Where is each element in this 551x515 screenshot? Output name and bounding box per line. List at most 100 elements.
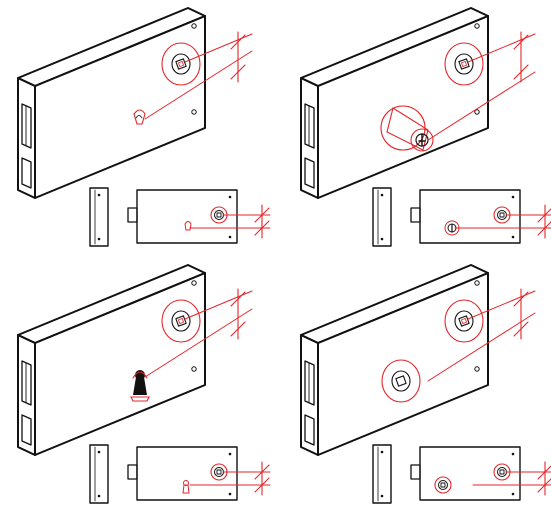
spindle-rose	[454, 53, 474, 75]
spindle-boss-outline	[444, 42, 484, 86]
staple-screw	[380, 193, 384, 197]
spindle-boss-outline	[161, 299, 201, 343]
dimension-bracket-elevation	[537, 204, 551, 239]
dimension-bracket-iso	[513, 288, 529, 340]
square-spindle-icon	[175, 58, 187, 70]
elevation-features	[182, 463, 271, 494]
bolt-opening	[21, 360, 32, 406]
bolt-stub	[127, 464, 138, 480]
keyhole-slot	[133, 377, 147, 395]
euro-profile-icon	[133, 109, 146, 125]
dimension-tick	[230, 291, 246, 307]
staple-screw	[380, 494, 384, 498]
panel-lever-keyhole	[17, 264, 271, 504]
elev-spindle-rose	[497, 210, 507, 220]
dimension-tick	[230, 34, 246, 50]
elevation-features	[434, 463, 551, 494]
case-screw	[511, 492, 515, 496]
cylinder-face	[410, 128, 434, 152]
bolt-opening	[304, 103, 315, 149]
staple-screw	[380, 237, 384, 241]
case-elevation	[419, 189, 521, 244]
lock-case-3d	[17, 264, 206, 456]
bolt-opening	[304, 360, 315, 406]
elev-keyhole-slot	[182, 484, 190, 494]
elev-square-spindle-icon	[499, 469, 505, 475]
dimension-tick	[254, 207, 270, 223]
case-screw	[474, 109, 480, 115]
rim-cylinder-pull	[380, 105, 434, 152]
dimension-bracket-elevation	[254, 461, 270, 496]
extension-line-lower	[427, 71, 536, 141]
panel-double-spindle	[300, 264, 551, 504]
bolt-opening	[21, 103, 32, 149]
elev-second-outline	[434, 476, 452, 494]
case-elevation	[136, 189, 238, 244]
latch-opening	[21, 157, 32, 189]
spindle-center-mark	[460, 317, 468, 325]
case-screw	[191, 366, 197, 372]
cylinder-pull-barrel	[386, 107, 429, 151]
staple-screw	[97, 237, 101, 241]
dimension-tick	[230, 321, 246, 337]
second-spindle-boss	[381, 359, 421, 403]
panel-rim-cylinder	[300, 7, 551, 247]
staple-keep	[89, 187, 109, 247]
dimension-bracket-iso	[230, 288, 246, 340]
case-screw	[474, 23, 480, 29]
dimension-tick	[537, 478, 551, 493]
forend-plate	[17, 77, 36, 199]
elev-second-spindle-icon	[440, 482, 446, 488]
dimension-tick	[513, 64, 529, 80]
elev-spindle-rose	[214, 210, 224, 220]
forend-plate	[300, 77, 319, 199]
spindle-center-mark	[460, 60, 468, 68]
bolt-stub	[127, 207, 138, 223]
elev-spindle-rose	[214, 467, 224, 477]
square-spindle-icon	[444, 299, 484, 343]
lock-case-3d	[300, 7, 489, 199]
elev-spindle-rose	[497, 467, 507, 477]
spindle-center-mark	[177, 60, 185, 68]
warded-keyhole	[130, 370, 150, 402]
staple-screw	[380, 450, 384, 454]
staple-keep	[372, 187, 392, 247]
elev-second-rose	[438, 480, 448, 490]
lock-elevation	[372, 444, 521, 504]
case-screw	[511, 195, 515, 199]
case-top-face	[17, 264, 206, 344]
staple-keep	[89, 444, 109, 504]
latch-opening	[21, 414, 32, 446]
lock-case-3d	[17, 7, 206, 199]
case-top-face	[300, 264, 489, 344]
square-spindle-icon	[444, 42, 484, 86]
spindle-rose	[171, 310, 191, 332]
spindle-rose	[454, 310, 474, 332]
dimension-tick	[513, 34, 529, 50]
extension-line-lower	[144, 308, 253, 378]
staple-screw	[97, 494, 101, 498]
keyway-slot	[418, 133, 426, 147]
case-screw	[191, 23, 197, 29]
lock-elevation	[372, 187, 521, 247]
dimension-bracket-iso	[513, 31, 529, 83]
spindle-boss-outline	[161, 42, 201, 86]
case-elevation	[419, 446, 521, 501]
elev-square-spindle-icon	[216, 212, 222, 218]
dimension-tick	[513, 321, 529, 337]
case-screw	[228, 235, 232, 239]
lock-elevation	[89, 444, 238, 504]
case-screw	[191, 109, 197, 115]
dimension-tick	[537, 208, 551, 223]
elevation-features	[444, 206, 551, 236]
second-spindle-icon	[395, 375, 407, 387]
bolt-stub	[410, 207, 421, 223]
case-elevation	[136, 446, 238, 501]
dimension-bracket-iso	[230, 31, 246, 83]
extension-line-lower	[427, 312, 536, 382]
spindle-rose	[171, 53, 191, 75]
square-spindle-icon	[161, 299, 201, 343]
spindle-center-mark	[177, 317, 185, 325]
euro-profile-cylinder	[133, 109, 146, 125]
